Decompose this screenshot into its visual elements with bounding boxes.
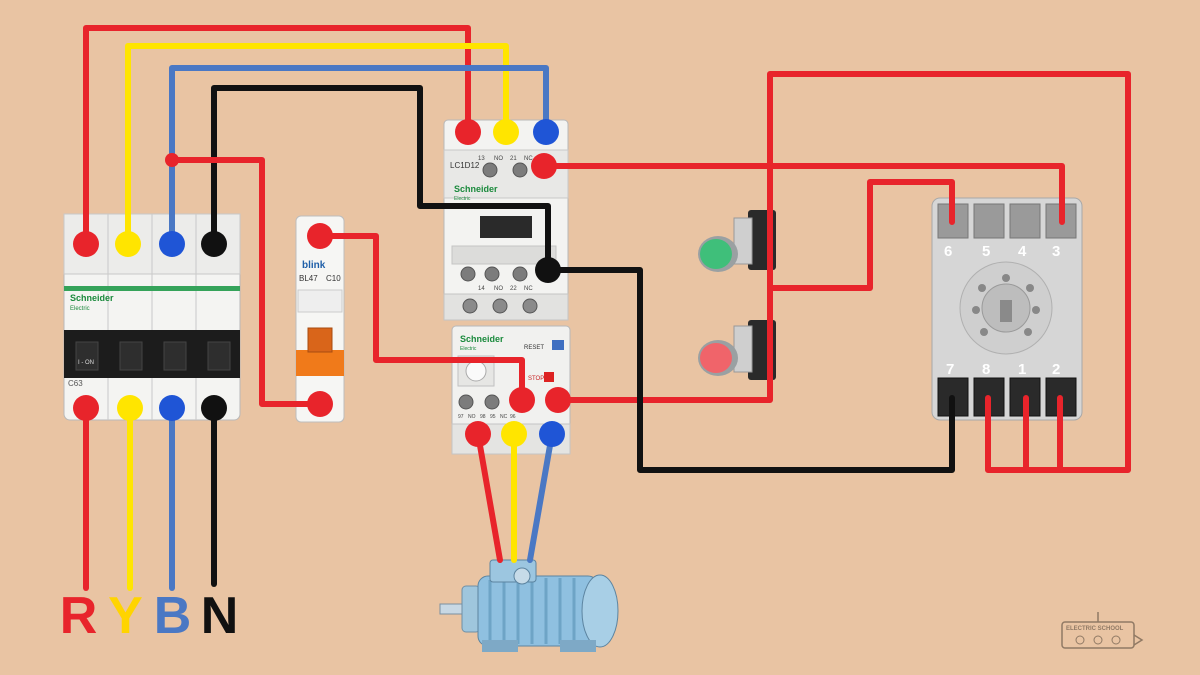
mcb-toggle-3[interactable]: [163, 341, 187, 371]
electric-school-logo: ELECTRIC SCHOOL: [1061, 612, 1144, 649]
motor: [439, 559, 619, 652]
overload-terminal-3: 98: [480, 414, 486, 420]
contactor-l1-dot: [455, 119, 481, 145]
start-push-button[interactable]: [698, 210, 776, 272]
phase-label-y: Y: [108, 587, 143, 645]
mcb-rating: C63: [68, 379, 83, 388]
phase-labels: R Y B N: [56, 586, 242, 646]
wire-overload-stop: [555, 327, 773, 403]
contactor-l3-dot: [533, 119, 559, 145]
mcb-on-label: I - ON: [78, 360, 94, 366]
timer-pin-5: 5: [982, 243, 990, 260]
single-mcb-brand: blink: [302, 260, 326, 271]
wire-neutral-timer-7: [545, 267, 955, 473]
mcb-toggle-2[interactable]: [119, 341, 143, 371]
single-mcb-toggle[interactable]: [307, 327, 333, 353]
overload-reset-button[interactable]: [552, 340, 564, 350]
mcb-top-b-dot: [159, 231, 185, 257]
wire-aux-timer-3: [541, 163, 1065, 225]
single-mcb-bottom-dot: [307, 391, 333, 417]
contactor-bottom-terminal-1: 14: [478, 286, 485, 292]
phase-label-r: R: [59, 587, 98, 645]
overload-stop-label: STOP: [528, 376, 544, 382]
mcb-sub: Electric: [70, 306, 90, 312]
phase-label-b: B: [153, 587, 192, 645]
timer-pin-8: 8: [982, 361, 990, 378]
wire-n-mcb-contactor: [211, 85, 551, 273]
mcb-top-n-dot: [201, 231, 227, 257]
overload-terminal-2: NO: [468, 414, 476, 420]
wires: [83, 25, 1131, 591]
wire-timer-8-1-2: [985, 395, 1029, 473]
overload-t3-dot: [539, 421, 565, 447]
timer-pin-3: 3: [1052, 243, 1060, 260]
overload-reset-label: RESET: [524, 345, 544, 351]
mcb-top-y-dot: [115, 231, 141, 257]
timer-pin-4: 4: [1018, 243, 1027, 260]
timer-pin-2: 2: [1052, 361, 1060, 378]
mcb-brand: Schneider: [70, 293, 114, 303]
terminal-dots: [73, 119, 571, 447]
wire-start-loop: [767, 71, 1131, 473]
overload-brand: Schneider: [460, 334, 504, 344]
wire-timer-1-2: [1023, 395, 1063, 473]
contactor-top-terminal-1: 13: [478, 156, 485, 162]
junction-dot: [165, 153, 179, 167]
single-pole-mcb: blink BL47 C10: [295, 215, 345, 423]
overload-terminal-1: 97: [458, 414, 464, 420]
overload-96-dot: [545, 387, 571, 413]
single-mcb-model: BL47: [299, 274, 318, 283]
contactor-bottom-terminal-3: 22: [510, 286, 517, 292]
overload-stop-button[interactable]: [544, 372, 554, 382]
overload-terminal-4: 95: [490, 414, 496, 420]
timer-pin-6: 6: [944, 243, 952, 260]
contactor-model: LC1D12: [450, 161, 480, 170]
mcb-bottom-r-dot: [73, 395, 99, 421]
mcb-bottom-b-dot: [159, 395, 185, 421]
single-mcb-rating: C10: [326, 274, 341, 283]
wire-b-motor: [527, 431, 555, 563]
phase-label-n: N: [200, 587, 239, 645]
contactor-brand: Schneider: [454, 184, 498, 194]
timer-pin-1: 1: [1018, 361, 1026, 378]
overload-terminal-6: 96: [510, 414, 516, 420]
contactor-sub: Electric: [454, 196, 471, 202]
wire-r-motor: [475, 431, 503, 563]
contactor-coil-dot: [535, 257, 561, 283]
overload-sub: Electric: [460, 346, 477, 352]
wire-r-mcb-contactor: [83, 25, 471, 247]
overload-dial[interactable]: [465, 360, 487, 382]
mcb-bottom-n-dot: [201, 395, 227, 421]
wire-control-out: [317, 233, 525, 403]
mcb-bottom-y-dot: [117, 395, 143, 421]
contactor-top-terminal-2: NO: [494, 156, 503, 162]
contactor-bottom-terminal-2: NO: [494, 286, 503, 292]
mcb-toggle-4[interactable]: [207, 341, 231, 371]
overload-terminal-5: NC: [500, 414, 508, 420]
contactor-top-terminal-4: NC: [524, 156, 533, 162]
stop-push-button[interactable]: [698, 320, 776, 380]
contactor-bottom-terminal-4: NC: [524, 286, 533, 292]
timer-pin-7: 7: [946, 361, 954, 378]
mcb-top-r-dot: [73, 231, 99, 257]
contactor-aux-dot: [531, 153, 557, 179]
watermark-text: ELECTRIC SCHOOL: [1066, 626, 1124, 632]
overload-95-dot: [509, 387, 535, 413]
wire-control-feed: [169, 157, 323, 407]
single-mcb-top-dot: [307, 223, 333, 249]
mcb-toggle-1[interactable]: [75, 341, 99, 371]
timer-relay-base: 6 5 4 3 7 8 1 2: [931, 197, 1083, 421]
wire-start-timer-6: [767, 179, 955, 291]
wire-y-mcb-contactor: [125, 43, 509, 247]
contactor-top-terminal-3: 21: [510, 156, 517, 162]
overload-t2-dot: [501, 421, 527, 447]
contactor-l2-dot: [493, 119, 519, 145]
overload-t1-dot: [465, 421, 491, 447]
